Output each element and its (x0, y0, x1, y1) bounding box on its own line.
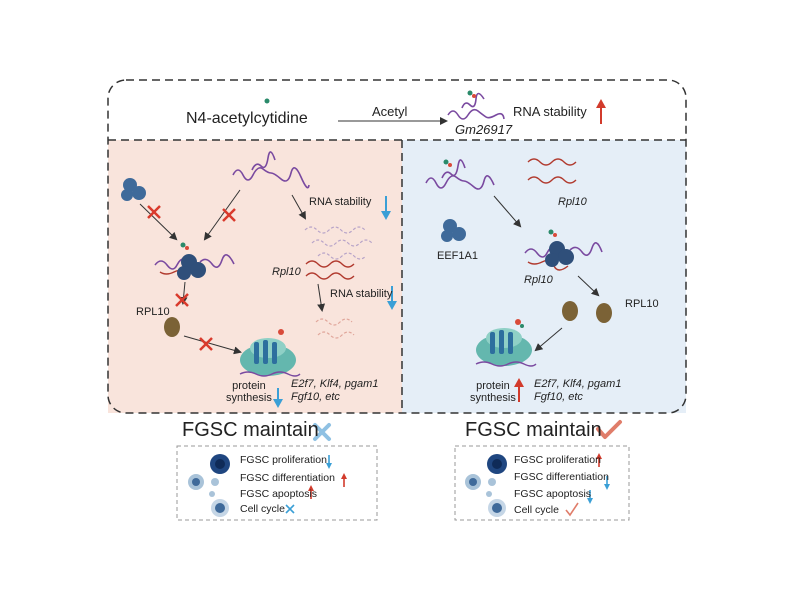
fgsc-left-proliferation-down-head (326, 463, 332, 469)
top-stability-up-arrowhead (596, 99, 606, 108)
right-arrow-rpl10-to-ribosome (534, 327, 563, 352)
degraded-rna-bottom (315, 318, 355, 339)
rpl10-protein-right-2 (596, 303, 612, 323)
right-rpl10-gene-label: Rpl10 (558, 196, 587, 208)
rna-protein-complex-right (524, 229, 603, 271)
fgsc-left-item-differentiation: FGSC differentiation (240, 472, 335, 484)
right-panel-background (402, 140, 686, 413)
fgsc-right-item-apoptosis: FGSC apoptosis (514, 488, 592, 500)
left-synthesis-down-arrowhead (273, 399, 283, 408)
cross-icon (175, 293, 189, 307)
gm26917-rna-icon (447, 108, 505, 120)
acetyl-label: Acetyl (372, 104, 408, 119)
cross-icon (147, 205, 161, 219)
fgsc-right-cell-icons (465, 454, 507, 517)
gm26917-rna-left-b (251, 151, 276, 171)
fgsc-right-item-cellcycle: Cell cycle (514, 504, 559, 516)
rpl10-mrna-right-1 (527, 158, 577, 166)
acetyl-dot (264, 98, 270, 104)
rna-protein-complex-left (154, 242, 235, 280)
top-rna-stability-label: RNA stability (513, 104, 587, 119)
right-synthesis-up-arrowhead (514, 378, 524, 387)
fgsc-left-title: FGSC maintain (182, 419, 319, 441)
gm26917-rna-right-b (441, 159, 466, 179)
degraded-rna-top (304, 226, 373, 260)
rpl10-mrna-left-1 (305, 260, 355, 268)
right-rpl10-gene-label-2: Rpl10 (524, 274, 553, 286)
fgsc-right-differentiation-down-head (604, 484, 610, 490)
left-stability-down-arrowhead-1 (381, 211, 391, 220)
gm26917-rna-right (425, 175, 495, 190)
gm26917-rna-left (232, 167, 310, 189)
left-rna-stability-1: RNA stability (309, 196, 372, 208)
ribosome-left (239, 329, 301, 377)
outer-dashed-frame (107, 79, 687, 414)
fgsc-right-status-icon (596, 420, 622, 439)
left-genes-line1: E2f7, Klf4, pgam1 (291, 378, 379, 390)
right-genes-line2: Fgf10, etc (534, 391, 583, 403)
fgsc-right-item-proliferation: FGSC proliferation (514, 454, 601, 466)
gm26917-rna-icon-top (461, 92, 485, 109)
left-arrow-rpl10-to-ribosome (183, 335, 242, 355)
gm26917-label: Gm26917 (455, 122, 513, 137)
fgsc-left-item-apoptosis: FGSC apoptosis (240, 488, 318, 500)
fgsc-right-cellcycle-check (565, 502, 579, 517)
eef1a1-protein-left (121, 178, 146, 201)
right-arrow-complex-to-rpl10 (577, 275, 600, 297)
fgsc-right-proliferation-up-head (596, 453, 602, 459)
left-rna-stability-2: RNA stability (330, 288, 393, 300)
right-rpl10-protein-label: RPL10 (625, 298, 659, 310)
right-rna-acetyl-mark (443, 159, 449, 165)
rpl10-mrna-right-2 (527, 176, 577, 184)
eef1a1-protein-right (441, 219, 466, 242)
fgsc-right-item-differentiation: FGSC differentiation (514, 471, 609, 483)
left-genes-line2: Fgf10, etc (291, 391, 340, 403)
left-rpl10-gene-label: Rpl10 (272, 266, 301, 278)
rpl10-protein-left (164, 317, 180, 337)
left-protein-synthesis-label: protein synthesis (226, 380, 272, 404)
left-arrow-rna-to-degraded (291, 194, 306, 220)
right-eef1a1-label: EEF1A1 (437, 250, 478, 262)
left-rpl10-protein-label: RPL10 (136, 306, 170, 318)
fgsc-left-differentiation-up-head (341, 473, 347, 479)
cross-icon (222, 208, 236, 222)
rpl10-protein-right-1 (562, 301, 578, 321)
ribosome-right (475, 319, 537, 367)
gm26917-acetyl-mark-2 (472, 94, 476, 98)
fgsc-left-cellcycle-cross (285, 504, 295, 514)
fgsc-right-apoptosis-down-head (587, 498, 593, 504)
right-genes-line1: E2f7, Klf4, pgam1 (534, 378, 622, 390)
left-arrow-rna-to-complex (203, 189, 241, 241)
left-arrow-rpl10-to-degraded (317, 283, 326, 312)
n4-acetylcytidine-label: N4-acetylcytidine (186, 110, 308, 127)
fgsc-left-status-icon (313, 423, 331, 441)
rpl10-mrna-left-2 (305, 272, 355, 280)
fgsc-left-cell-icons (188, 454, 230, 517)
left-arrow-protein-to-complex (139, 203, 178, 241)
right-rna-acetyl-mark-2 (448, 163, 452, 167)
right-protein-synthesis-label: protein synthesis (470, 380, 516, 404)
gm26917-acetyl-mark (467, 90, 473, 96)
right-arrow-rna-to-complex (493, 195, 522, 228)
cross-icon (199, 337, 213, 351)
fgsc-left-item-proliferation: FGSC proliferation (240, 454, 327, 466)
fgsc-left-apoptosis-up-head (308, 485, 314, 491)
fgsc-left-item-cellcycle: Cell cycle (240, 503, 285, 515)
fgsc-right-title: FGSC maintain (465, 419, 602, 441)
left-stability-down-arrowhead-2 (387, 301, 397, 310)
